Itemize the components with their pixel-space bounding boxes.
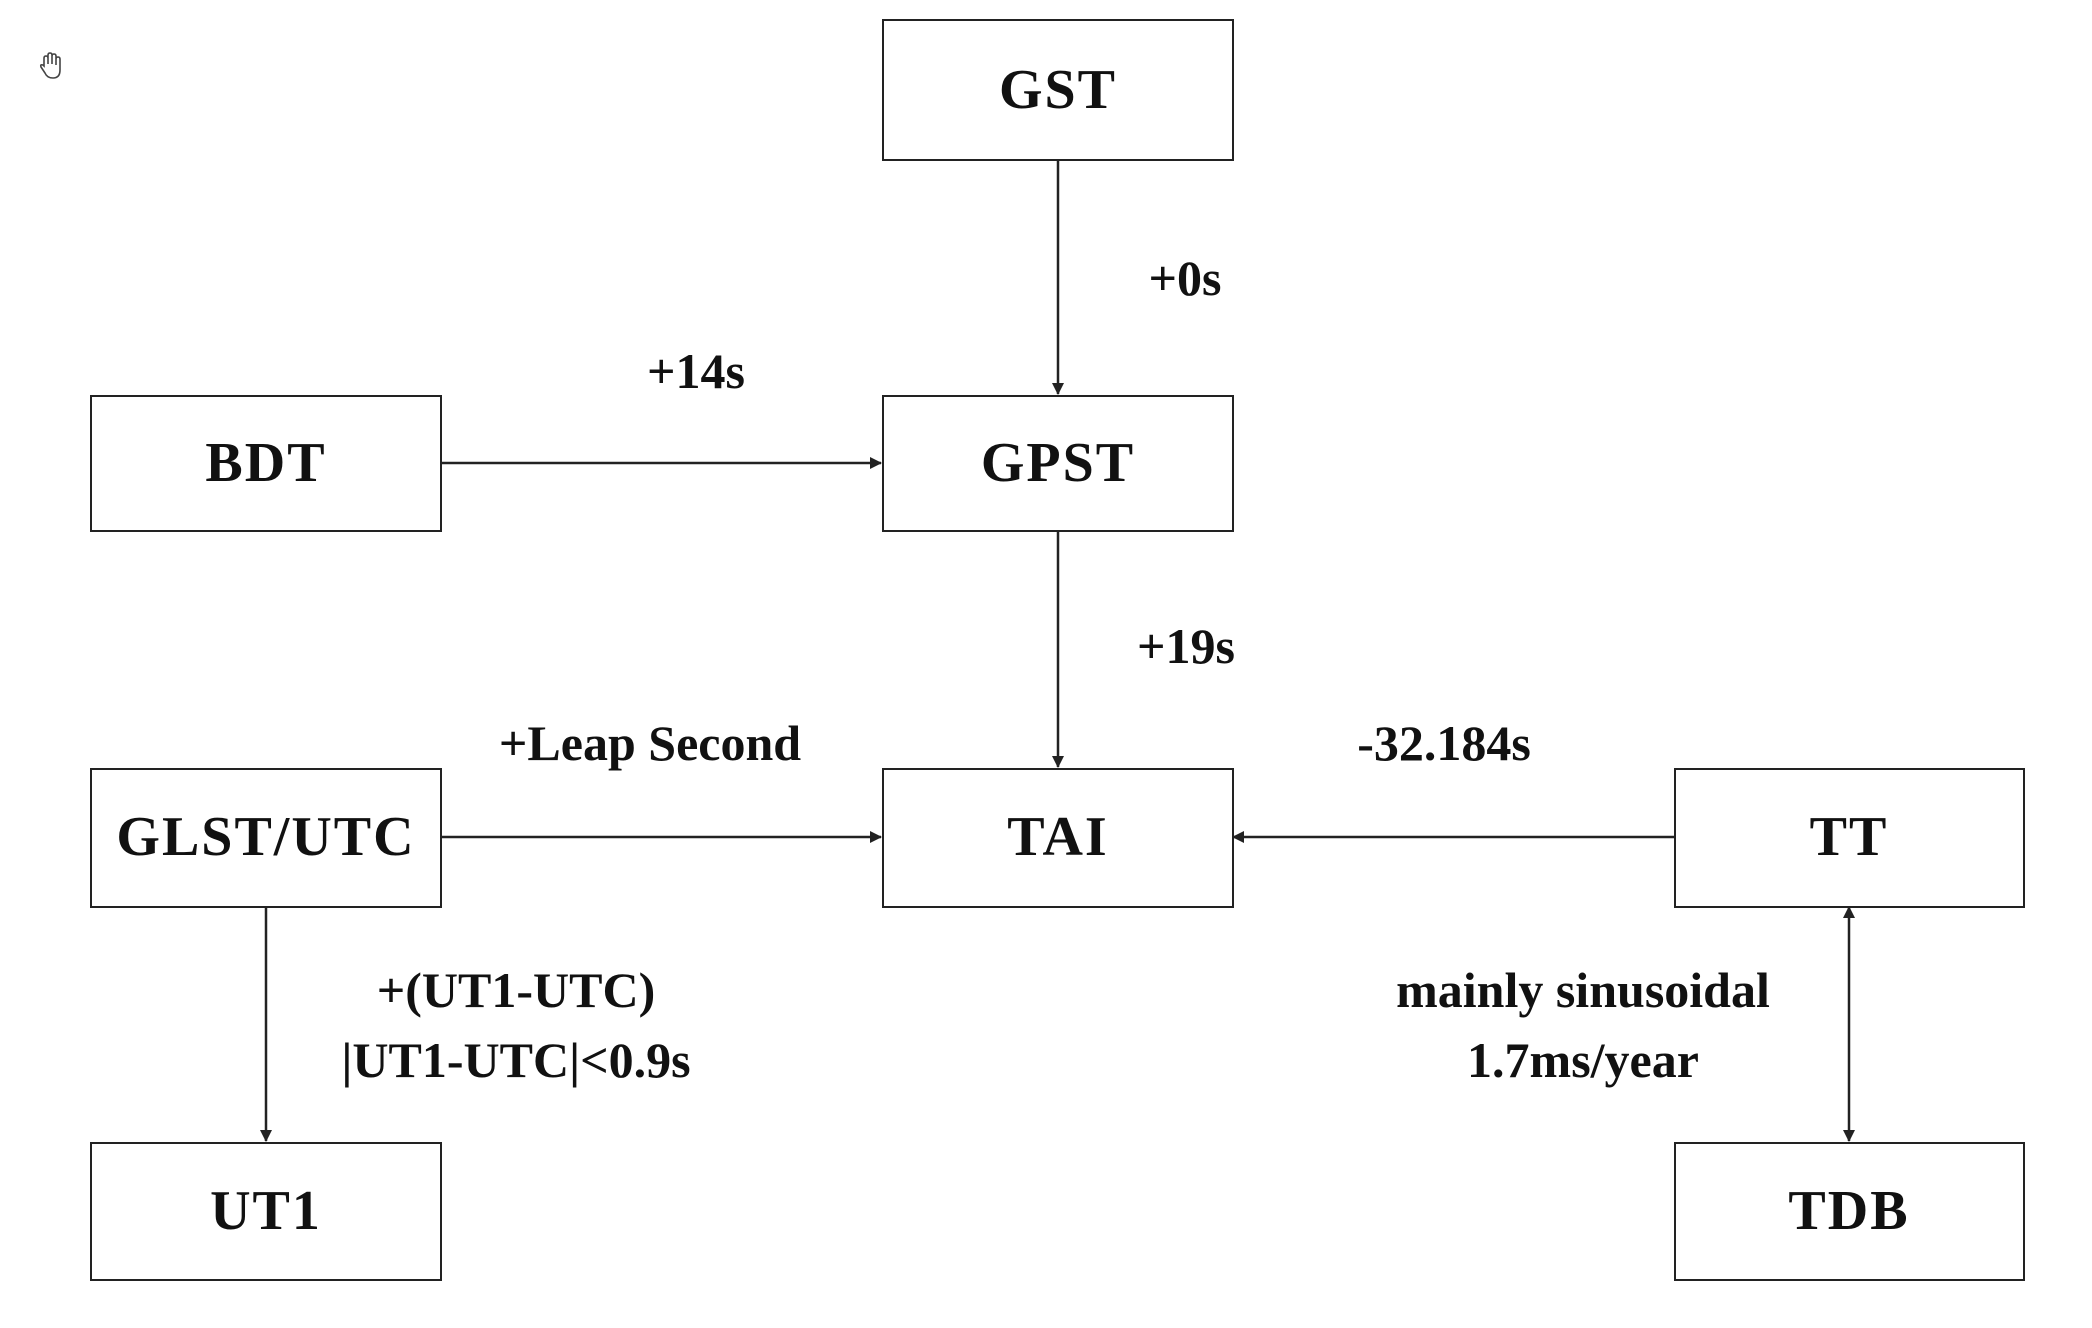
label-gpst-tai: +19s: [1137, 618, 1235, 674]
node-ut1: UT1: [90, 1142, 442, 1281]
node-bdt-label: BDT: [205, 432, 326, 494]
label-utc-ut1-bound: |UT1-UTC|<0.9s: [341, 1032, 690, 1088]
label-utc-ut1-formula: +(UT1-UTC): [377, 962, 655, 1018]
hand-cursor-icon: [39, 52, 61, 79]
node-tai: TAI: [882, 768, 1234, 908]
node-tdb: TDB: [1674, 1142, 2025, 1281]
node-gst: GST: [882, 19, 1234, 161]
label-tt-tdb-description: mainly sinusoidal: [1396, 962, 1770, 1018]
label-bdt-gpst: +14s: [647, 343, 745, 399]
node-ut1-label: UT1: [210, 1180, 322, 1242]
node-glst-utc: GLST/UTC: [90, 768, 442, 908]
node-bdt: BDT: [90, 395, 442, 532]
label-glst-tai: +Leap Second: [499, 715, 801, 771]
label-gst-gpst: +0s: [1149, 250, 1222, 306]
label-tt-tai: -32.184s: [1357, 715, 1531, 771]
label-tt-tdb-rate: 1.7ms/year: [1467, 1032, 1699, 1088]
node-gpst-label: GPST: [981, 432, 1135, 494]
node-tdb-label: TDB: [1788, 1180, 1909, 1242]
node-tai-label: TAI: [1007, 806, 1108, 868]
node-glst-utc-label: GLST/UTC: [116, 806, 415, 868]
node-gst-label: GST: [999, 59, 1117, 121]
node-gpst: GPST: [882, 395, 1234, 532]
node-tt-label: TT: [1810, 806, 1889, 868]
node-tt: TT: [1674, 768, 2025, 908]
